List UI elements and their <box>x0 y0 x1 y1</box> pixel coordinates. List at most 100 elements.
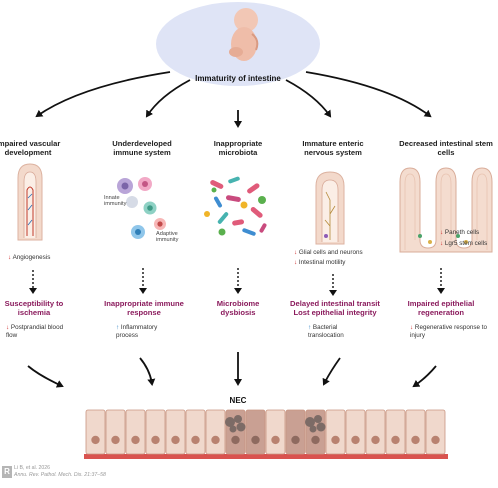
epithelial-cell <box>285 409 306 455</box>
cell-nucleus <box>251 435 260 445</box>
nec-label: NEC <box>229 396 247 405</box>
publisher-logo: R <box>2 466 12 478</box>
column-4-effect-2: ↓ Intestinal motility <box>294 259 378 267</box>
up-arrow-icon: ↑ <box>308 324 312 331</box>
cell-debris <box>225 417 235 427</box>
column-4-consequence: ↑ Bacterial translocation <box>308 324 372 339</box>
epithelial-cell <box>205 409 226 455</box>
epithelial-cell <box>385 409 406 455</box>
column-1-effect: ↓ Angiogenesis <box>8 254 68 262</box>
cell-nucleus <box>231 435 240 445</box>
epithelial-cell <box>265 409 286 455</box>
column-4-effect-1-text: Glial cells and neurons <box>298 249 363 256</box>
citation: Li B, et al. 2026 Annu. Rev. Pathol. Mec… <box>14 465 154 478</box>
cell-nucleus <box>91 435 100 445</box>
column-5-effect-1-text: Paneth cells <box>444 229 480 236</box>
column-2-title: Underdeveloped immune system <box>112 139 172 157</box>
cell-nucleus <box>211 435 220 445</box>
epithelial-cell <box>245 409 266 455</box>
column-5-title: Decreased intestinal stem cells <box>399 139 493 157</box>
down-arrow-icon: ↓ <box>440 240 444 247</box>
citation-line-2: Annu. Rev. Pathol. Mech. Dis. 21:37–58 <box>14 471 106 478</box>
down-arrow-icon: ↓ <box>294 259 298 266</box>
epithelial-cell <box>145 409 166 455</box>
column-3-title: Inappropriate microbiota <box>213 139 263 157</box>
epithelial-cell <box>125 409 146 455</box>
nerve-villus-icon <box>315 171 345 245</box>
adaptive-immunity-label: Adaptive immunity <box>156 231 179 244</box>
cell-debris <box>234 415 242 423</box>
cell-nucleus <box>351 435 360 445</box>
column-1-consequence-text: Postprandial blood flow <box>6 324 64 339</box>
villus-icon <box>17 163 43 241</box>
column-5-effect-1: ↓ Paneth cells <box>440 229 498 237</box>
epithelial-cell <box>105 409 126 455</box>
column-4-outcome: Delayed intestinal transit Lost epitheli… <box>290 299 380 317</box>
column-1-outcome: Susceptibility to ischemia <box>4 299 64 317</box>
column-1-consequence: ↓ Postprandial blood flow <box>6 324 68 339</box>
dotted-arrows <box>32 268 442 290</box>
epithelial-cell <box>165 409 186 455</box>
epithelial-cell <box>425 409 446 455</box>
epithelial-cell <box>325 409 346 455</box>
cell-nucleus <box>311 435 320 445</box>
column-4-title: Immature enteric nervous system <box>302 139 364 157</box>
fetus-icon <box>229 8 259 61</box>
cell-debris <box>305 417 315 427</box>
cell-nucleus <box>291 435 300 445</box>
dotted-arrowheads <box>29 288 445 296</box>
crypt-icon <box>399 167 493 253</box>
cell-debris <box>236 422 246 432</box>
down-arrow-icon: ↓ <box>294 249 298 256</box>
epithelial-cell <box>85 409 106 455</box>
column-5-consequence: ↓ Regenerative response to injury <box>410 324 492 339</box>
cell-nucleus <box>151 435 160 445</box>
cell-nucleus <box>271 435 280 445</box>
down-arrow-icon: ↓ <box>8 254 12 261</box>
down-arrow-icon: ↓ <box>6 324 10 331</box>
column-5-consequence-text: Regenerative response to injury <box>410 324 488 339</box>
column-5-outcome: Impaired epithelial regeneration <box>407 299 475 317</box>
down-arrow-icon: ↓ <box>410 324 414 331</box>
column-4-effect-2-text: Intestinal motility <box>298 259 346 266</box>
cell-debris <box>316 422 326 432</box>
column-4-consequence-text: Bacterial translocation <box>308 324 344 339</box>
cell-nucleus <box>131 435 140 445</box>
epithelial-cell <box>405 409 426 455</box>
column-4-effect-1: ↓ Glial cells and neurons <box>294 249 378 257</box>
column-5-effect-2-text: Lgr5 stem cells <box>444 240 488 247</box>
cell-nucleus <box>391 435 400 445</box>
cell-nucleus <box>111 435 120 445</box>
column-2-consequence-text: Inflammatory process <box>116 324 158 339</box>
epithelial-cell <box>365 409 386 455</box>
cell-nucleus <box>431 435 440 445</box>
cell-debris <box>309 425 317 433</box>
citation-line-1: Li B, et al. 2026 <box>14 465 51 471</box>
cell-nucleus <box>371 435 380 445</box>
cell-debris <box>229 425 237 433</box>
epithelial-cell <box>185 409 206 455</box>
cell-debris <box>314 415 322 423</box>
top-arrows <box>35 71 432 128</box>
column-5-effect-2: ↓ Lgr5 stem cells <box>440 240 498 248</box>
cell-nucleus <box>191 435 200 445</box>
column-2-consequence: ↑ Inflammatory process <box>116 324 178 339</box>
column-2-outcome: Inappropriate immune response <box>104 299 184 317</box>
column-3-outcome: Microbiome dysbiosis <box>216 299 260 317</box>
root-label: Immaturity of intestine <box>195 74 281 83</box>
column-1-effect-text: Angiogenesis <box>12 254 51 261</box>
bottom-arrows <box>27 352 437 388</box>
up-arrow-icon: ↑ <box>116 324 120 331</box>
column-1-title: Impaired vascular development <box>0 139 61 157</box>
epithelial-cell <box>345 409 366 455</box>
epithelium-icon <box>84 409 448 459</box>
down-arrow-icon: ↓ <box>440 229 444 236</box>
cell-nucleus <box>171 435 180 445</box>
innate-immunity-label: Innate immunity <box>104 195 127 208</box>
cell-nucleus <box>411 435 420 445</box>
cell-nucleus <box>331 435 340 445</box>
bacteria-icon <box>204 176 267 236</box>
immune-cell-icon <box>117 177 166 239</box>
